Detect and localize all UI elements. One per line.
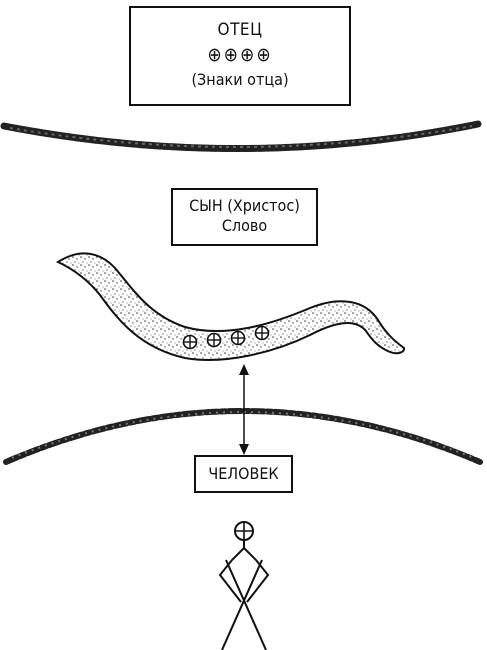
sign-icon (208, 334, 221, 347)
man-label: ЧЕЛОВЕК (208, 464, 278, 483)
sign-icon (256, 327, 269, 340)
human-figure-icon (220, 522, 268, 650)
father-signs: ⊕⊕⊕⊕ (131, 44, 349, 66)
son-subtitle: Слово (173, 216, 316, 236)
sign-icon (232, 332, 245, 345)
father-title: ОТЕЦ (131, 20, 349, 40)
man-box: ЧЕЛОВЕК (194, 455, 293, 493)
son-box: СЫН (Христос) Слово (171, 188, 318, 246)
sign-icon (184, 336, 197, 349)
father-box: ОТЕЦ ⊕⊕⊕⊕ (Знаки отца) (129, 6, 351, 106)
son-title: СЫН (Христос) (173, 196, 316, 216)
serpent-figure (58, 253, 404, 359)
upper-sky-boundary (4, 124, 478, 149)
father-caption: (Знаки отца) (131, 70, 349, 89)
